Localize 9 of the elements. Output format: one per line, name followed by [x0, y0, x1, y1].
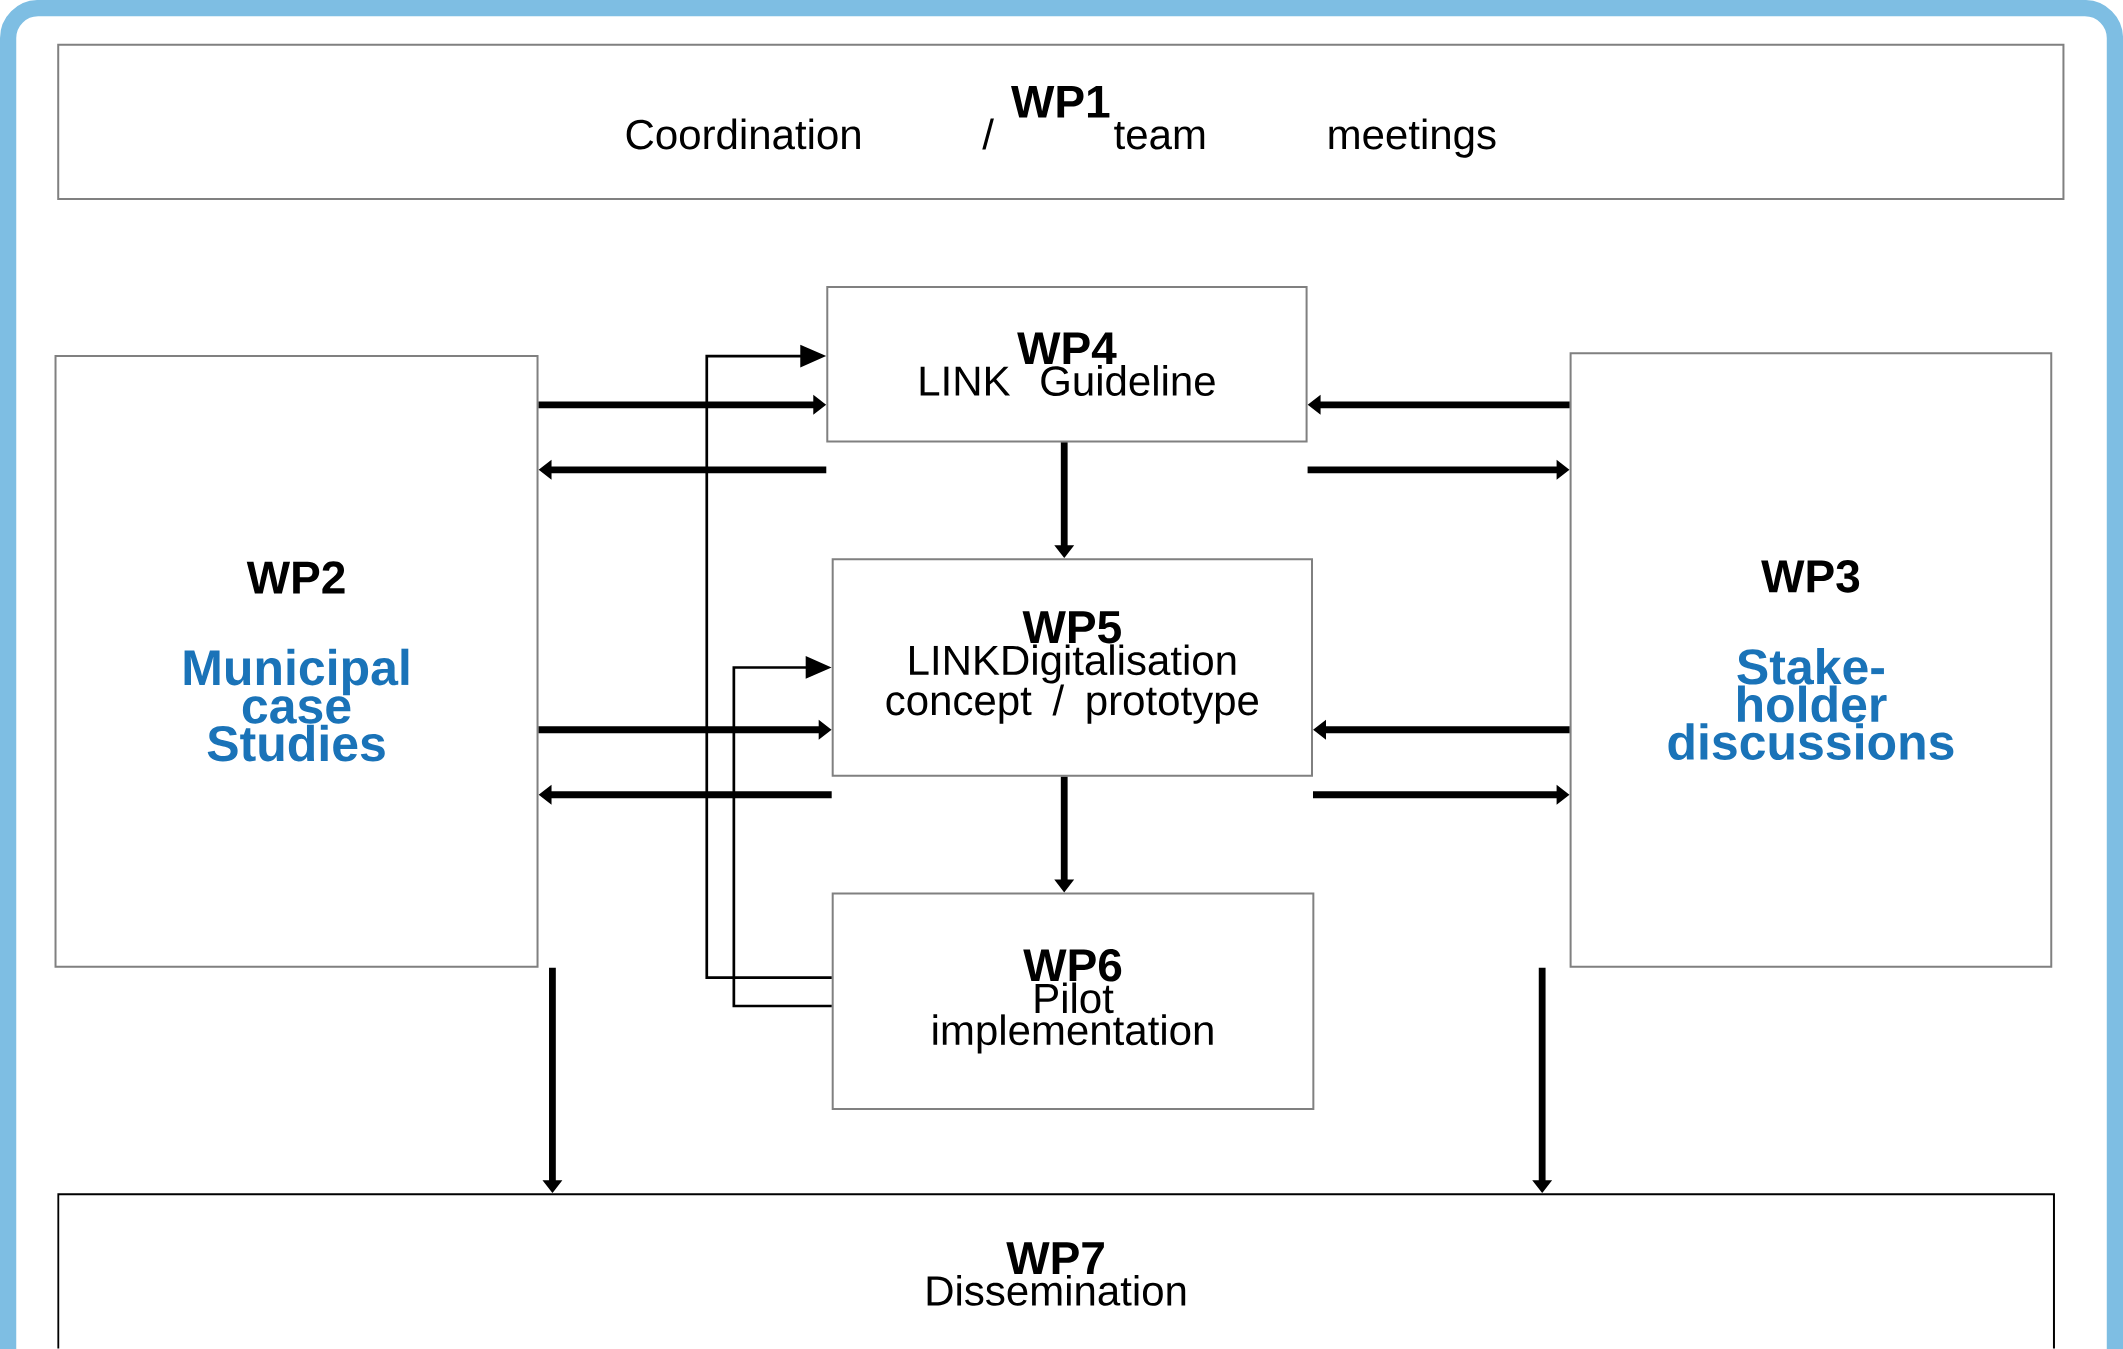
work-package-box: WP5 LINKDigitalisation concept / prototype	[831, 558, 1313, 778]
work-package-box: WP3 Stake-holder discussions	[1569, 352, 2053, 968]
work-package-box: WP2 Municipal case Studies	[54, 355, 539, 968]
work-package-box: WP1 Coordination / team meetings	[57, 43, 2065, 201]
work-package-box: WP4 LINK Guideline	[826, 286, 1308, 443]
arrow	[705, 344, 832, 980]
arrow	[732, 656, 832, 1008]
work-package-box: WP7 Dissemination	[57, 1193, 2055, 1349]
work-package-box: WP6 Pilot implementation	[831, 892, 1315, 1111]
